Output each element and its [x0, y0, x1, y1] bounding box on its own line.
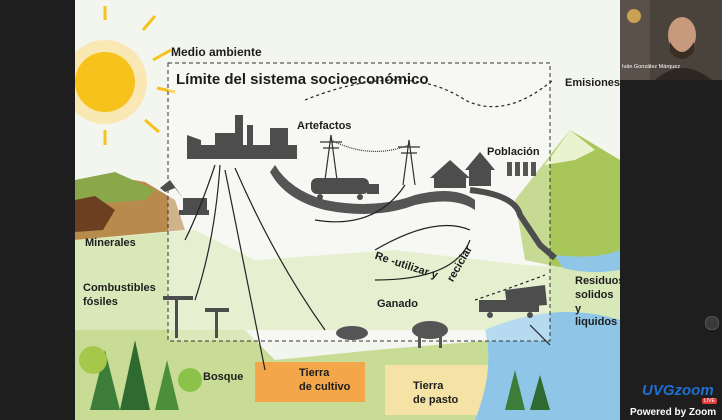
participant-video[interactable]: Iván González Márquez	[620, 0, 722, 80]
presentation-slide: Medio ambiente Límite del sistema socioe…	[75, 0, 620, 420]
zoom-branding-bar: UVGzoom LIVE Powered by Zoom	[620, 376, 722, 420]
minerals-label: Minerales	[85, 237, 136, 249]
forest-trees	[79, 340, 550, 410]
road	[270, 165, 475, 214]
emissions-label: Emisiones	[565, 77, 620, 89]
people-icon	[507, 162, 536, 176]
pasture-field	[385, 365, 495, 415]
cropland-label-line1: Tierra	[299, 367, 330, 379]
population-label: Población	[487, 146, 540, 158]
waste-label-line1: Residuos	[575, 275, 620, 287]
houses-icon	[430, 152, 495, 188]
live-badge: LIVE	[702, 398, 717, 404]
waste-label-line3: y liquidos	[575, 303, 618, 328]
flow-arrows	[184, 79, 554, 371]
system-boundary-title: Límite del sistema socioeconómico	[176, 71, 429, 88]
power-tower-icon	[320, 134, 420, 186]
forest-label: Bosque	[203, 371, 244, 383]
excavator-icon	[160, 180, 209, 215]
oil-pump-icon	[163, 296, 229, 338]
camera-toggle-icon[interactable]	[705, 316, 719, 330]
factory-icon	[187, 115, 297, 159]
waste-label-line2: solidos	[575, 289, 614, 301]
sun-icon	[75, 6, 176, 145]
zoom-brand-logo: UVGzoom	[642, 382, 714, 399]
artifacts-label: Artefactos	[297, 120, 352, 132]
powered-by-label: Powered by Zoom	[630, 407, 717, 418]
environment-label: Medio ambiente	[171, 45, 262, 59]
cropland-label-line2: de cultivo	[299, 381, 351, 393]
cropland-field	[255, 362, 365, 402]
livestock-icon	[336, 321, 448, 348]
participant-name: Iván González Márquez	[622, 64, 681, 70]
pasture-label-line2: de pasto	[413, 394, 459, 406]
dump-truck-icon	[479, 285, 547, 318]
fossil-fuels-label-line2: fósiles	[83, 296, 118, 308]
system-boundary	[167, 62, 551, 342]
fossil-fuels-label-line1: Combustibles	[83, 282, 156, 294]
livestock-label: Ganado	[377, 298, 418, 310]
tanker-truck-icon	[311, 178, 379, 200]
pasture-label-line1: Tierra	[413, 380, 444, 392]
participant-avatar	[620, 0, 722, 80]
ecosystem-illustration	[75, 0, 620, 420]
